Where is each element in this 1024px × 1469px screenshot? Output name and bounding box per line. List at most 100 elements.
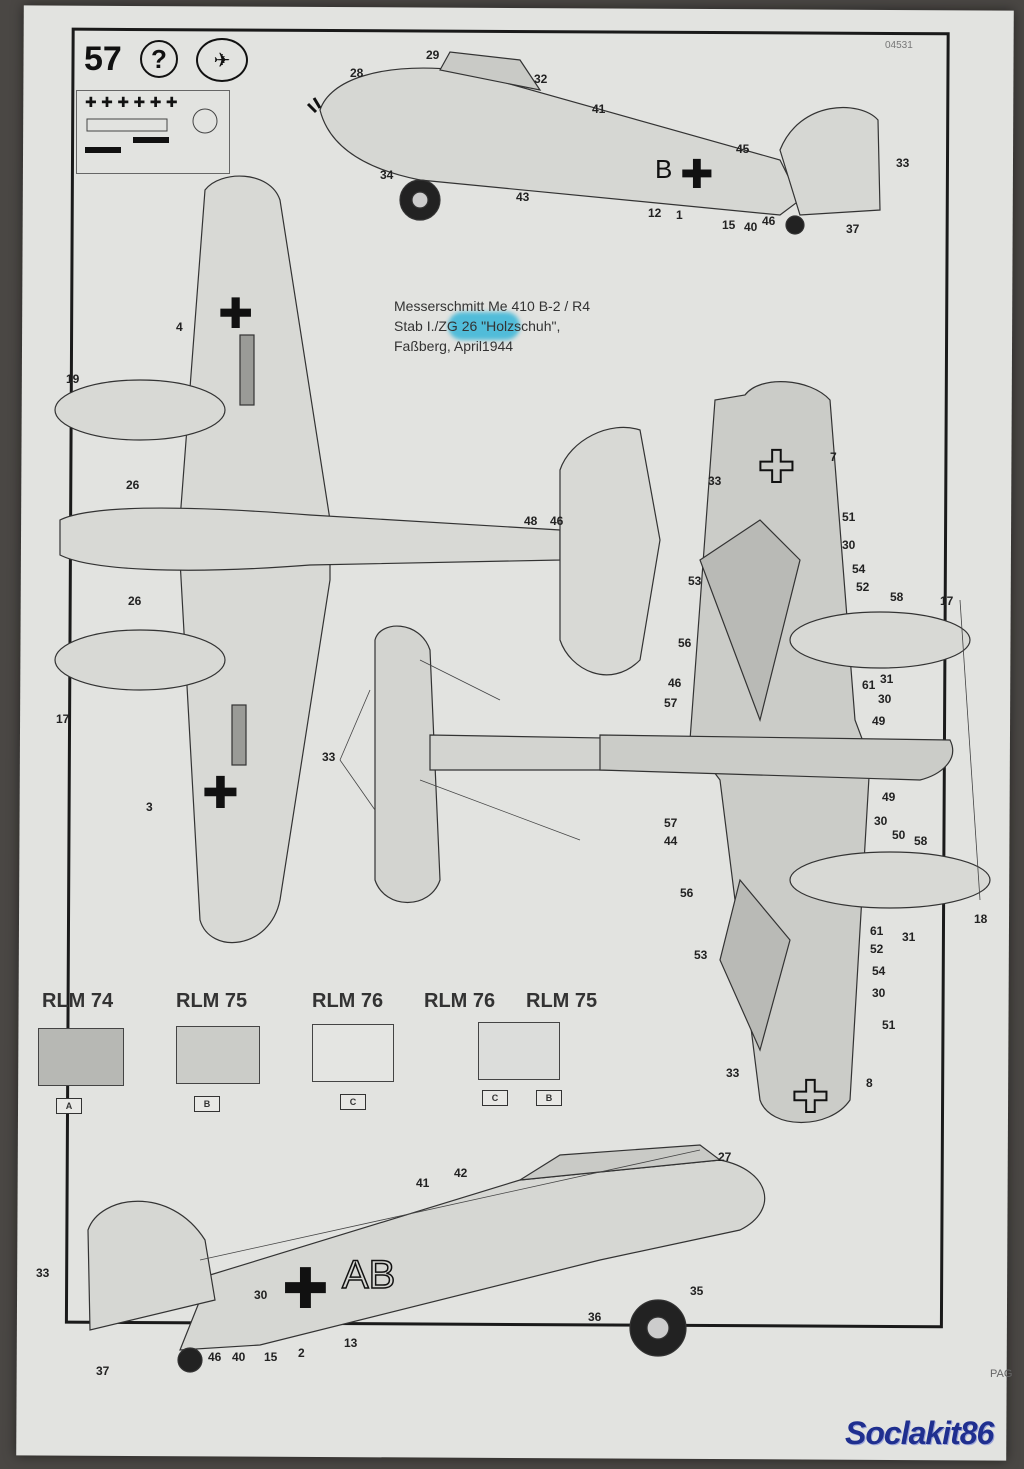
callout-number: 13 (344, 1336, 358, 1350)
fuselage-code-top: B (655, 154, 672, 184)
callout-number: 17 (940, 594, 954, 608)
svg-text:✚: ✚ (202, 768, 239, 819)
callout-number: 41 (416, 1176, 430, 1190)
callout-number: 53 (688, 574, 702, 588)
fuselage-code-bottom: AB (342, 1253, 395, 1297)
callout-number: 36 (588, 1310, 602, 1324)
callout-number: 28 (350, 66, 364, 80)
color-code-flag-c: C (340, 1094, 366, 1110)
callout-number: 26 (128, 594, 142, 608)
color-label-1: RLM 74 (42, 990, 114, 1012)
callout-number: 54 (852, 562, 866, 576)
watermark: Soclakit86 (845, 1415, 994, 1451)
color-swatch-rlm76 (312, 1024, 394, 1082)
step-number: 57 (84, 40, 122, 78)
callout-number: 31 (880, 672, 894, 686)
color-swatch-rlm76-75-mix (478, 1022, 560, 1080)
callout-number: 40 (232, 1350, 246, 1364)
svg-text:✚: ✚ (758, 442, 795, 493)
callout-number: 51 (842, 510, 856, 524)
callout-number: 52 (870, 942, 884, 956)
color-code-flag-b-2: B (536, 1090, 562, 1106)
callout-number: 35 (690, 1284, 704, 1298)
color-code-flag-c-2: C (482, 1090, 508, 1106)
callout-number: 45 (736, 142, 750, 156)
callout-number: 57 (664, 696, 678, 710)
side-profile-bottom: ✚ AB (87, 1144, 766, 1373)
callout-number: 49 (872, 714, 886, 728)
help-icon: ? (140, 40, 178, 78)
caption-line-1: Messerschmitt Me 410 B-2 / R4 (394, 298, 591, 314)
callout-number: 26 (126, 478, 140, 492)
svg-text:✚: ✚ (282, 1257, 329, 1322)
callout-number: 58 (914, 834, 928, 848)
text-highlight (448, 312, 520, 340)
callout-number: 33 (726, 1066, 740, 1080)
callout-number: 58 (890, 590, 904, 604)
callout-number: 12 (648, 206, 662, 220)
callout-number: 46 (668, 676, 682, 690)
callout-number: 52 (856, 580, 870, 594)
callout-number: 31 (902, 930, 916, 944)
caption-line-3: Faßberg, April1944 (394, 338, 514, 354)
side-profile-top: B ✚ (306, 51, 881, 235)
callout-number: 18 (974, 912, 988, 926)
callout-number: 30 (878, 692, 892, 706)
callout-number: 61 (862, 678, 876, 692)
svg-text:✚: ✚ (680, 152, 714, 198)
color-code-flag-a: A (56, 1098, 82, 1114)
callout-number: 19 (66, 372, 80, 386)
page-label: PAG (990, 1368, 1013, 1380)
callout-number: 37 (96, 1364, 110, 1378)
callout-number: 46 (208, 1350, 222, 1364)
callout-number: 30 (874, 814, 888, 828)
caption-line-2: Stab I./ZG 26 "Holzschuh", (394, 318, 561, 334)
callout-number: 51 (882, 1018, 896, 1032)
callout-number: 33 (708, 474, 722, 488)
callout-number: 48 (524, 514, 538, 528)
underside-view: ✚ ✚ (54, 175, 661, 944)
callout-number: 37 (846, 222, 860, 236)
callout-number: 54 (872, 964, 886, 978)
callout-number: 57 (664, 816, 678, 830)
color-swatch-rlm74 (38, 1028, 124, 1086)
callout-number: 46 (550, 514, 564, 528)
decal-sheet-thumbnail-icon: ✚ ✚ ✚ ✚ ✚ ✚ (76, 90, 230, 174)
callout-number: 15 (264, 1350, 278, 1364)
color-label-4: RLM 76 (424, 990, 496, 1012)
callout-number: 2 (298, 1346, 305, 1360)
color-label-2: RLM 75 (176, 990, 248, 1012)
callout-number: 33 (322, 750, 336, 764)
callout-number: 17 (56, 712, 70, 726)
top-view: ✚ ✚ (599, 381, 991, 1124)
callout-number: 49 (882, 790, 896, 804)
svg-text:✚ ✚ ✚ ✚ ✚ ✚: ✚ ✚ ✚ ✚ ✚ ✚ (85, 95, 178, 111)
svg-text:✚: ✚ (792, 1072, 829, 1123)
callout-number: 33 (896, 156, 910, 170)
color-label-3: RLM 76 (312, 990, 384, 1012)
color-swatch-rlm75 (176, 1026, 260, 1084)
callout-number: 34 (380, 168, 394, 182)
callout-number: 30 (842, 538, 856, 552)
callout-number: 1 (676, 208, 683, 222)
aircraft-caption: Messerschmitt Me 410 B-2 / R4 Stab I./ZG… (394, 296, 590, 356)
callout-number: 56 (678, 636, 692, 650)
callout-number: 29 (426, 48, 440, 62)
part-code: 04531 (885, 40, 913, 51)
svg-text:✚: ✚ (218, 289, 253, 338)
callout-number: 27 (718, 1150, 732, 1164)
callout-number: 15 (722, 218, 736, 232)
decal-sheet-icon: ✚ ✚ ✚ ✚ ✚ ✚ (85, 95, 218, 153)
callout-number: 42 (454, 1166, 468, 1180)
decal-application-icon: ✈ (196, 38, 248, 82)
callout-number: 30 (872, 986, 886, 1000)
callout-number: 50 (892, 828, 906, 842)
callout-number: 56 (680, 886, 694, 900)
callout-number: 7 (830, 450, 837, 464)
callout-number: 40 (744, 220, 758, 234)
callout-number: 30 (254, 1288, 268, 1302)
callout-number: 41 (592, 102, 606, 116)
callout-number: 46 (762, 214, 776, 228)
callout-number: 53 (694, 948, 708, 962)
